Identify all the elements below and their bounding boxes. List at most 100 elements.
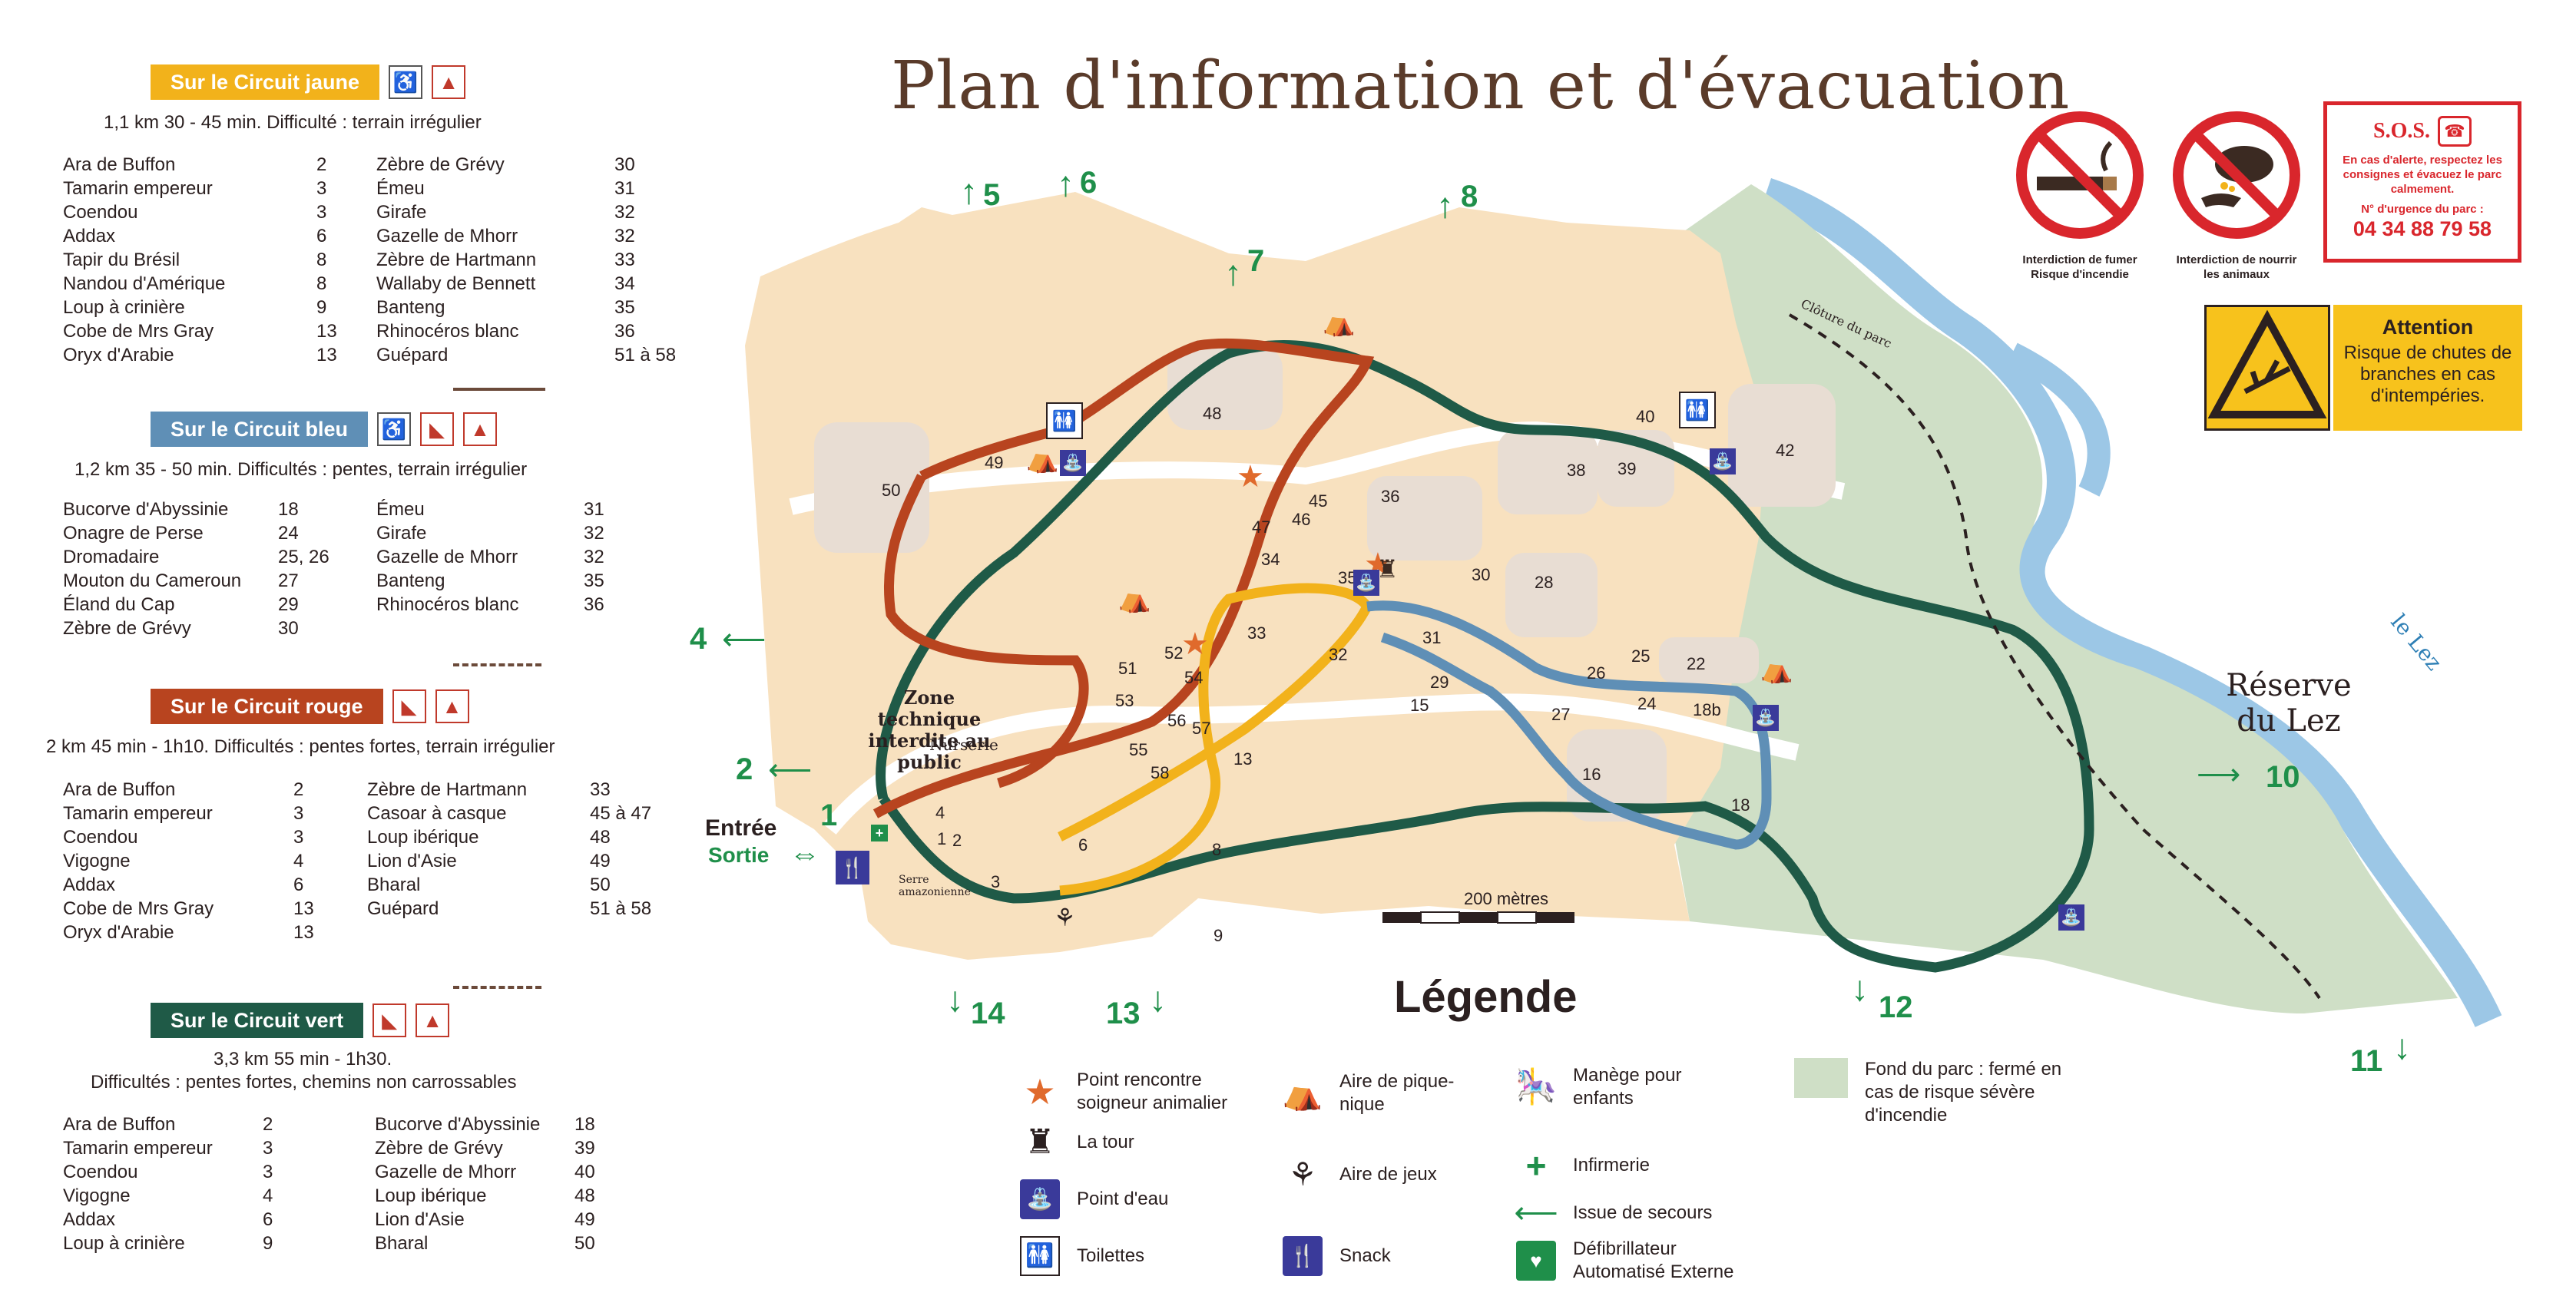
picnic-tree-icon: ⛺ [1323, 308, 1356, 337]
enclosure-number: 30 [614, 154, 635, 175]
legend-item-exit: ⟵ Issue de secours [1514, 1193, 1747, 1233]
exit-arrow-icon: ↑ [1057, 164, 1074, 203]
enclosure-24: 24 [1637, 694, 1657, 713]
animal-name: Ara de Buffon [63, 154, 176, 175]
enclosure-47: 47 [1252, 517, 1271, 537]
animal-name: Cobe de Mrs Gray [63, 321, 214, 342]
water-point-icon[interactable]: ⛲ [2058, 904, 2084, 931]
circuit-rouge-header: Sur le Circuit rouge ◣ ▲ [151, 689, 469, 724]
infirmary-cross-icon[interactable]: + [871, 825, 888, 841]
animal-name: Lion d'Asie [367, 851, 457, 871]
arrow-icon: ⟵ [1514, 1196, 1558, 1230]
animal-row: Bucorve d'Abyssinie 18 [63, 498, 363, 521]
legend-item-keeper: ★ Point rencontre soigneur animalier [1020, 1069, 1273, 1115]
animal-row: Rhinocéros blanc 36 [376, 593, 630, 617]
enclosure-26: 26 [1587, 663, 1606, 683]
animal-name: Onagre de Perse [63, 523, 204, 544]
animal-name: Rhinocéros blanc [376, 594, 519, 615]
river-lez [1761, 177, 2502, 1027]
animal-name: Bharal [367, 875, 421, 895]
circuit-rouge-badge: Sur le Circuit rouge [151, 689, 383, 724]
exit-arrow-icon: ↓ [946, 979, 964, 1019]
enclosure-number: 36 [614, 321, 635, 342]
enclosure-number: 3 [316, 202, 327, 223]
sos-title: S.O.S. [2373, 119, 2430, 143]
water-point-icon[interactable]: ⛲ [1353, 570, 1379, 596]
accessibility-icon: ♿ [389, 65, 423, 99]
enclosure-number: 24 [278, 523, 299, 544]
no-feeding-icon [2173, 111, 2300, 239]
enclosure-34: 34 [1261, 550, 1280, 569]
enclosure-number: 13 [293, 922, 314, 943]
playground-icon: ⚘ [1288, 1156, 1317, 1192]
nurserie-label: Nurserie [929, 736, 998, 754]
slope-icon: ◣ [372, 1003, 407, 1037]
snack-icon[interactable]: 🍴 [836, 851, 869, 884]
enclosure-2: 2 [952, 831, 962, 850]
enclosure-46: 46 [1292, 510, 1311, 529]
enclosure-31: 31 [1422, 628, 1442, 647]
animal-name: Rhinocéros blanc [376, 321, 519, 342]
animal-name: Loup ibérique [367, 827, 479, 848]
enclosure-number: 34 [614, 273, 635, 294]
star-icon: ★ [1024, 1072, 1056, 1112]
circuit-bleu-path [1366, 600, 1772, 850]
exit-arrow-icon: ↑ [1436, 185, 1454, 225]
attention-box: Attention Risque de chutes de branches e… [2204, 305, 2522, 431]
enclosure-40: 40 [1636, 407, 1655, 426]
sos-urgence-label: N° d'urgence du parc : [2361, 203, 2484, 216]
enclosure-number: 36 [584, 594, 604, 615]
animal-name: Casoar à casque [367, 803, 507, 824]
enclosure-number: 9 [316, 297, 327, 318]
enclosure-number: 18 [278, 499, 299, 520]
enclosure-45: 45 [1309, 491, 1328, 511]
enclosure-16: 16 [1582, 765, 1601, 784]
circuit-vert-info: 3,3 km 55 min - 1h30. [214, 1049, 392, 1070]
water-point-icon[interactable]: ⛲ [1753, 705, 1779, 731]
water-point-icon[interactable]: ⛲ [1710, 448, 1736, 474]
animal-name: Cobe de Mrs Gray [63, 898, 214, 919]
animal-name: Loup ibérique [375, 1185, 487, 1206]
enclosure-number: 35 [614, 297, 635, 318]
legend-item-toilet: 🚻 Toilettes [1020, 1236, 1273, 1276]
legend-item-snack: 🍴 Snack [1283, 1236, 1482, 1276]
animal-name: Ara de Buffon [63, 779, 176, 800]
water-point-icon[interactable]: ⛲ [1060, 450, 1086, 476]
toilet-icon[interactable]: 🚻 [1679, 392, 1716, 428]
picnic-tree-icon: ⛺ [1760, 655, 1793, 684]
enclosure-number: 32 [614, 226, 635, 246]
phone-icon: ☎ [2437, 116, 2472, 147]
enclosure-18b: 18b [1693, 700, 1721, 719]
animal-name: Ara de Buffon [63, 1114, 176, 1135]
animal-name: Bharal [375, 1233, 429, 1254]
animal-name: Bucorve d'Abyssinie [63, 499, 229, 520]
enclosure-number: 3 [293, 827, 304, 848]
circuit-vert-info-2: Difficultés : pentes fortes, chemins non… [91, 1072, 517, 1093]
legend-item-picnic: ⛺ Aire de pique-nique [1282, 1071, 1455, 1115]
animal-name: Zèbre de Grévy [63, 618, 191, 639]
keeper-meeting-star-icon[interactable]: ★ [1181, 627, 1209, 661]
keeper-meeting-star-icon[interactable]: ★ [1237, 460, 1264, 494]
animal-row: Loup ibérique 48 [375, 1184, 621, 1208]
legend-item-carousel: 🎠 Manège pour enfants [1515, 1065, 1682, 1109]
animal-row: Rhinocéros blanc 36 [376, 319, 691, 343]
enclosure-number: 48 [574, 1185, 595, 1206]
circuit-rouge-info: 2 km 45 min - 1h10. Difficultés : pentes… [46, 736, 555, 757]
enclosure-18: 18 [1731, 795, 1750, 815]
enclosure-number: 33 [590, 779, 611, 800]
animal-name: Gazelle de Mhorr [375, 1162, 517, 1182]
enclosure-48: 48 [1203, 404, 1222, 423]
enclosure-4: 4 [935, 803, 945, 822]
enclosure-number: 35 [584, 570, 604, 591]
toilet-icon[interactable]: 🚻 [1046, 402, 1083, 439]
